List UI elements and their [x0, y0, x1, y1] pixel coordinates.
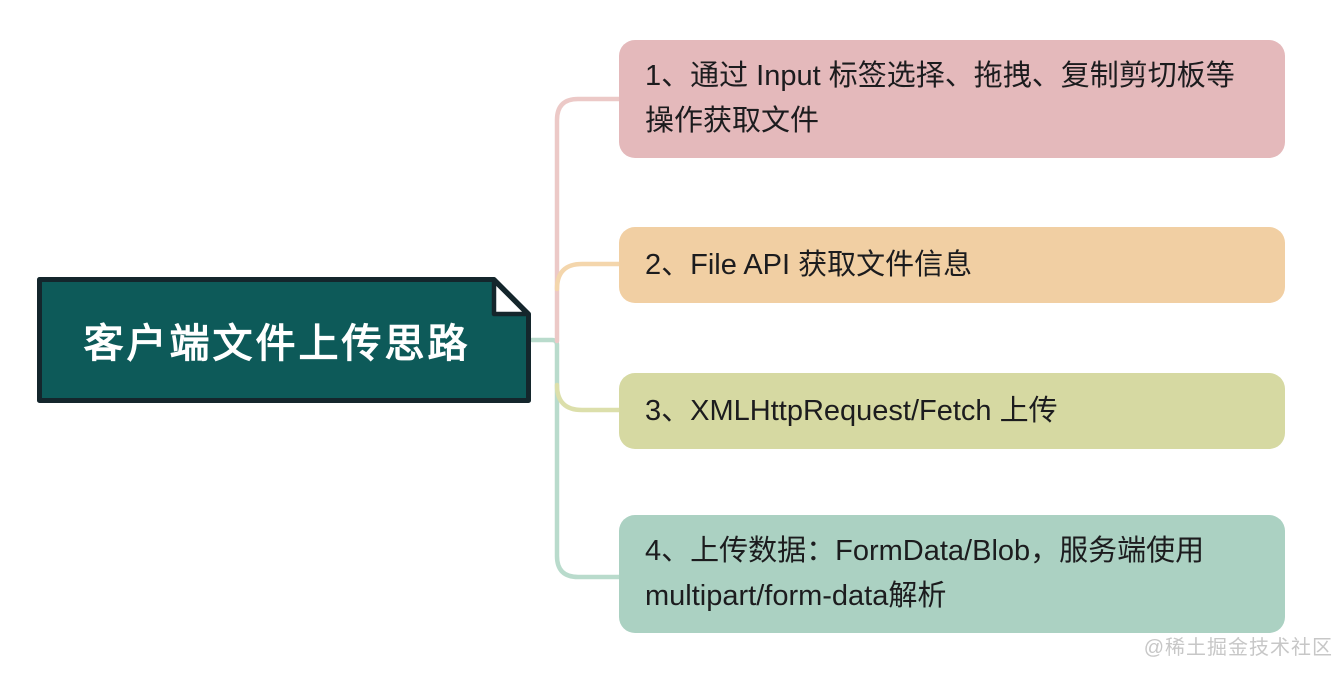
branch-node-2: 2、File API 获取文件信息: [619, 227, 1285, 303]
folded-corner-icon: [491, 278, 530, 317]
branch-node-3: 3、XMLHttpRequest/Fetch 上传: [619, 373, 1285, 449]
connector-branch-1: [554, 96, 623, 344]
connector-branch-3: [554, 382, 623, 413]
connector-branch-4: [529, 337, 623, 580]
root-title: 客户端文件上传思路: [83, 322, 471, 366]
watermark: @稀土掘金技术社区: [1143, 637, 1333, 659]
root-node-shape: [37, 277, 531, 403]
branch-label: 3、XMLHttpRequest/Fetch 上传: [645, 394, 1058, 427]
branch-label: 2、File API 获取文件信息: [645, 248, 973, 281]
branch-node-4: 4、上传数据：FormData/Blob，服务端使用 multipart/for…: [619, 515, 1285, 633]
connector-branch-2: [554, 261, 623, 292]
branch-label: 1、通过 Input 标签选择、拖拽、复制剪切板等操作获取文件: [645, 60, 1235, 137]
branch-node-1: 1、通过 Input 标签选择、拖拽、复制剪切板等操作获取文件: [619, 40, 1285, 158]
branch-label: 4、上传数据：FormData/Blob，服务端使用 multipart/for…: [645, 535, 1205, 612]
root-note-shape: [37, 277, 531, 403]
root-node: 客户端文件上传思路: [37, 277, 531, 403]
